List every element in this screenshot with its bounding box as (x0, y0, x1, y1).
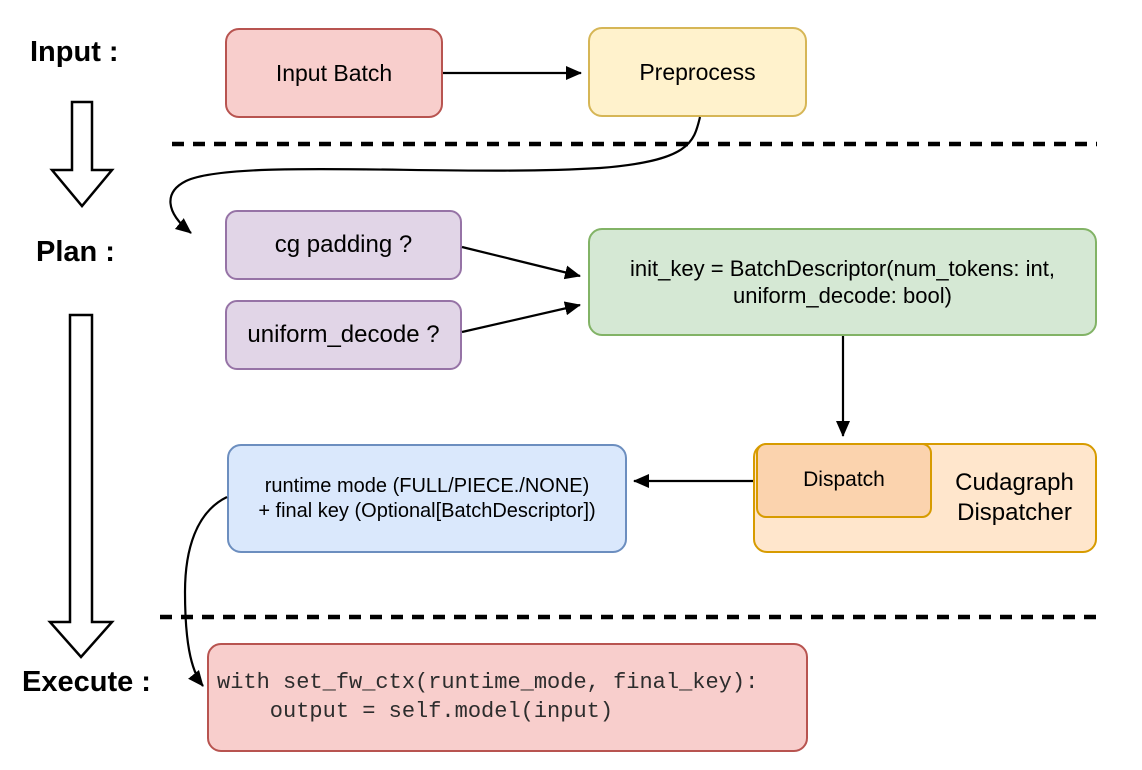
node-init-key-line1: init_key = BatchDescriptor(num_tokens: i… (630, 255, 1055, 281)
node-input-batch-label: Input Batch (275, 59, 393, 86)
execute-code-line1: with set_fw_ctx(runtime_mode, final_key)… (217, 669, 759, 695)
node-cg-padding-label: cg padding ? (274, 231, 413, 258)
stage-label-execute: Execute : (22, 666, 151, 698)
arrow-cg-padding-to-init-key (461, 245, 581, 280)
arrow-uniform-decode-to-init-key (461, 301, 581, 334)
stage-label-plan: Plan : (36, 236, 115, 268)
node-execute-code: with set_fw_ctx(runtime_mode, final_key)… (207, 643, 808, 752)
node-uniform-decode: uniform_decode ? (225, 300, 462, 370)
flow-arrow-input-to-plan-icon (49, 100, 115, 208)
flow-arrow-plan-to-execute-icon (47, 313, 115, 659)
node-init-key-line2: uniform_decode: bool) (733, 283, 952, 308)
node-runtime-mode: runtime mode (FULL/PIECE./NONE) + final … (227, 444, 627, 553)
node-preprocess-label: Preprocess (639, 58, 756, 85)
node-init-key: init_key = BatchDescriptor(num_tokens: i… (588, 228, 1097, 336)
node-runtime-mode-line2: + final key (Optional[BatchDescriptor]) (258, 499, 596, 522)
node-preprocess: Preprocess (588, 27, 807, 117)
arrow-runtime-mode-to-execute-code (183, 496, 228, 687)
node-input-batch: Input Batch (225, 28, 443, 118)
node-dispatch: Dispatch (756, 443, 932, 518)
cudagraph-label-line1: Cudagraph (955, 469, 1074, 496)
execute-code-line2: output = self.model(input) (217, 698, 614, 724)
arrow-preprocess-to-cg-padding (169, 116, 702, 234)
stage-label-input: Input : (30, 36, 119, 68)
node-cudagraph-dispatcher-label: Cudagraph Dispatcher (932, 443, 1097, 553)
node-dispatch-label: Dispatch (803, 468, 885, 492)
node-cg-padding: cg padding ? (225, 210, 462, 280)
node-uniform-decode-label: uniform_decode ? (247, 321, 440, 348)
cudagraph-label-line2: Dispatcher (957, 499, 1072, 526)
node-runtime-mode-line1: runtime mode (FULL/PIECE./NONE) (264, 474, 590, 497)
